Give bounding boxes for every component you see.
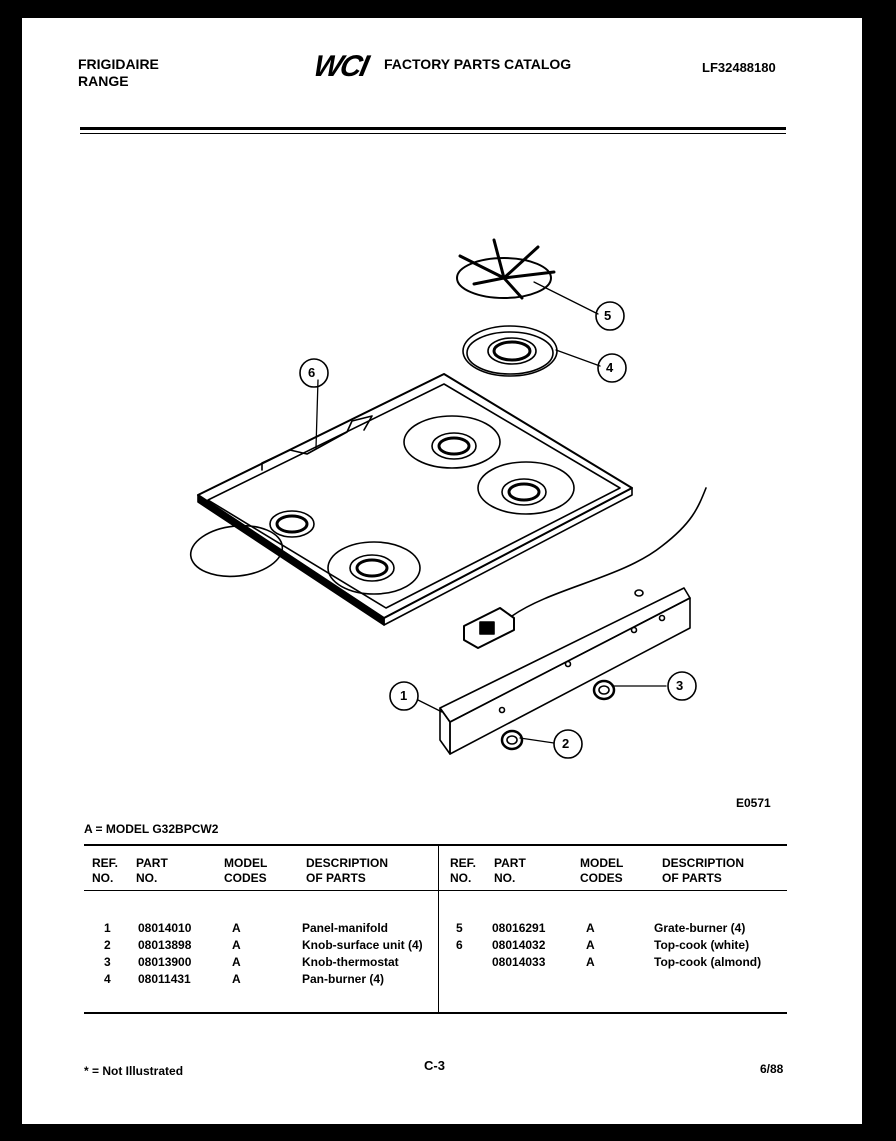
leader-lines bbox=[315, 281, 667, 744]
cooktop-drawing bbox=[189, 373, 633, 626]
burner-grate-drawing bbox=[456, 238, 556, 300]
table-column-divider bbox=[438, 844, 439, 1012]
table-bottom-rule bbox=[84, 1012, 787, 1014]
header-rule-thick bbox=[80, 127, 786, 130]
brand-block: FRIGIDAIRE RANGE bbox=[78, 56, 159, 90]
page-number: C-3 bbox=[424, 1058, 445, 1073]
table-top-rule bbox=[84, 844, 787, 846]
callout-circles bbox=[299, 301, 697, 759]
brand-name: FRIGIDAIRE bbox=[78, 56, 159, 72]
callout-label-4: 4 bbox=[606, 360, 614, 375]
exploded-parts-diagram bbox=[189, 238, 707, 759]
burner-pan-drawing bbox=[462, 325, 558, 377]
catalog-title: FACTORY PARTS CATALOG bbox=[384, 56, 572, 72]
table-row: 2 08013898 A Knob-surface unit (4) 6 080… bbox=[104, 938, 750, 952]
header-rule-thin bbox=[80, 133, 786, 134]
product-type: RANGE bbox=[78, 73, 129, 89]
callout-label-5: 5 bbox=[604, 308, 612, 323]
callout-label-1: 1 bbox=[400, 688, 408, 703]
callout-label-6: 6 bbox=[308, 365, 316, 380]
header-ref-right: REF.NO. bbox=[450, 856, 477, 885]
footnote: * = Not Illustrated bbox=[84, 1064, 184, 1078]
manifold-panel-drawing bbox=[439, 587, 691, 755]
thermostat-drawing bbox=[463, 487, 707, 649]
header-ref: REF.NO. bbox=[92, 856, 119, 885]
figure-id: E0571 bbox=[736, 796, 771, 810]
table-row: 3 08013900 A Knob-thermostat 08014033 A … bbox=[104, 955, 762, 969]
catalog-page: FRIGIDAIRE RANGE WCI FACTORY PARTS CATAL… bbox=[22, 18, 862, 1124]
model-line: A = MODEL G32BPCW2 bbox=[84, 822, 219, 836]
knobs-drawing bbox=[500, 679, 616, 751]
table-row: 4 08011431 A Pan-burner (4) bbox=[104, 972, 385, 986]
callout-label-3: 3 bbox=[676, 678, 684, 693]
table-row: 1 08014010 A Panel-manifold 5 08016291 A… bbox=[104, 921, 746, 935]
revision-date: 6/88 bbox=[760, 1062, 784, 1076]
callout-label-2: 2 bbox=[562, 736, 570, 751]
table-header-rule bbox=[84, 890, 787, 891]
catalog-number: LF32488180 bbox=[702, 60, 776, 75]
